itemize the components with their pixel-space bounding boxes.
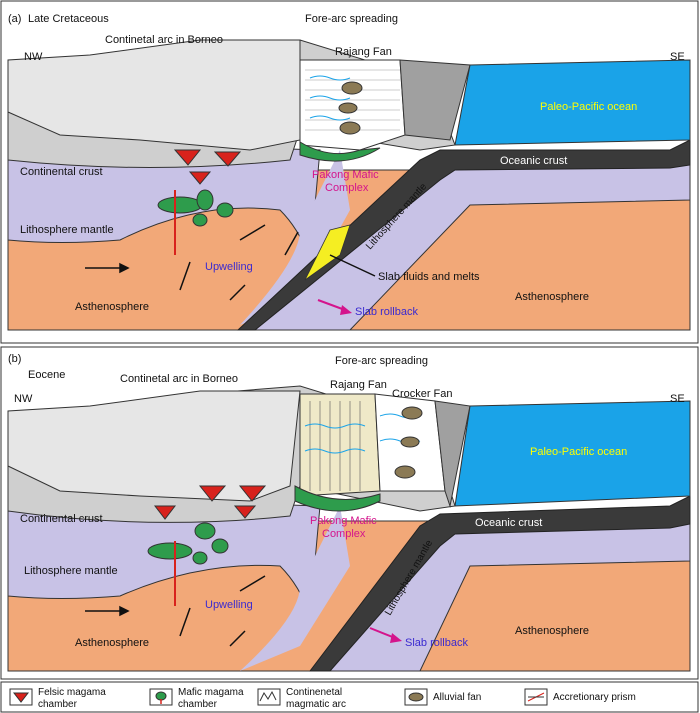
mafic-chambers — [157, 189, 234, 227]
felsic-chamber-1 — [173, 149, 202, 166]
slab-fluids-pointer — [329, 254, 376, 277]
oceanic-crust-label: Oceanic crust — [500, 155, 567, 167]
mafic-legend-icon — [149, 688, 173, 706]
alluvial-fan-3 — [394, 465, 416, 479]
pakong-label-2: Complex — [322, 528, 366, 540]
continental-crust-label: Continental crust — [20, 513, 103, 525]
oceanic-crust-label: Oceanic crust — [475, 517, 542, 529]
arc-label: Contineta​l arc in Borneo — [120, 373, 238, 385]
accretionary-prism — [399, 59, 471, 141]
alluvial-fan-2 — [338, 102, 358, 114]
slab-rollback-label: Slab rollback — [405, 637, 468, 649]
oceanic-crust-slab — [236, 139, 691, 331]
slab-melt — [304, 224, 351, 281]
nw-label: NW — [14, 393, 33, 405]
felsic-chamber-3 — [188, 171, 212, 185]
ocean-block — [454, 59, 691, 146]
legend-arc-2: magmatic arc — [286, 699, 346, 710]
slab-rollback-arrow — [317, 299, 352, 315]
pakong-mafic-complex — [294, 485, 381, 512]
alluvial-fan-1 — [401, 406, 423, 420]
astheno-left-label: Asthenosphere — [75, 301, 149, 313]
legend-prism: Accretionary prism — [553, 692, 636, 703]
accretionary-prism — [434, 400, 471, 508]
felsic-chamber-4 — [233, 505, 257, 519]
felsic-chamber-2 — [198, 485, 227, 502]
panel-tag: (a) — [8, 13, 21, 25]
legend-felsic-1: Felsic magama — [38, 687, 106, 698]
period-label: Eocene — [28, 369, 65, 381]
ocean-block — [454, 400, 691, 507]
crust-top-surface — [7, 390, 301, 502]
se-label: SE — [670, 393, 685, 405]
legend: Felsic magama chamber Mafic magama chamb… — [0, 681, 699, 713]
legend-felsic-2: chamber — [38, 699, 78, 710]
fan2-label: Crocker Fan — [392, 388, 453, 400]
upwelling-label: Upwelling — [205, 599, 253, 611]
panel-tag: (b) — [8, 353, 21, 365]
period-label: Late Cretaceous — [28, 13, 109, 25]
astheno-left-label: Asthenosphere — [75, 637, 149, 649]
arc-label: Contineta​l arc in Borneo — [105, 34, 223, 46]
legend-mafic-2: chamber — [178, 699, 218, 710]
felsic-legend-icon — [9, 688, 33, 706]
legend-mafic-1: Mafic magama — [178, 687, 244, 698]
alluvial-fan-1 — [341, 81, 363, 95]
prism-legend-icon — [524, 688, 548, 706]
mafic-chambers — [147, 522, 229, 565]
pakong-label-1: Pakong Mafic — [310, 515, 377, 527]
upwelling-wedge — [240, 150, 350, 325]
mantle-flow-arrows — [85, 224, 299, 301]
fan-wave-lines — [309, 75, 351, 121]
legend-arc-1: Continenetal — [286, 687, 342, 698]
se-label: SE — [670, 51, 685, 63]
upwelling-label: Upwelling — [205, 261, 253, 273]
astheno-right-label: Asthenosphere — [515, 625, 589, 637]
spreading-label: Fore-arc spreading — [305, 13, 398, 25]
upwelling-wedge — [240, 506, 350, 671]
pakong-label-1: Pakong Mafic — [312, 169, 379, 181]
litho-mantle-label: Lithosphere mantle — [24, 565, 118, 577]
pakong-mafic-complex — [299, 141, 381, 162]
fan-hatch — [309, 401, 361, 491]
pakong-label-2: Complex — [325, 182, 369, 194]
litho-mantle-label: Lithosphere mantle — [20, 224, 114, 236]
mantle-flow-arrows — [85, 575, 266, 647]
oceanic-crust-slab — [308, 495, 691, 672]
legend-alluvial: Alluvial fan — [433, 692, 481, 703]
fan1-label: Rajang Fan — [335, 46, 392, 58]
panel-a: (a) Late Cretaceous Contineta​l arc in B… — [0, 0, 699, 344]
ocean-label: Paleo-Pacific ocean — [530, 446, 627, 458]
continental-crust-label: Continental crust — [20, 166, 103, 178]
alluvial-fan-3 — [339, 121, 361, 135]
nw-label: NW — [24, 51, 43, 63]
ocean-label: Paleo-Pacific ocean — [540, 101, 637, 113]
legend-frame — [0, 681, 699, 713]
arc-legend-icon — [257, 688, 281, 706]
felsic-chamber-3 — [238, 485, 267, 502]
felsic-chamber-2 — [213, 151, 242, 167]
alluvial-legend-icon — [404, 688, 428, 706]
panel-b: (b) Eocene Contineta​l arc in Borneo For… — [0, 346, 699, 680]
alluvial-fan-2 — [400, 436, 420, 448]
astheno-right-label: Asthenosphere — [515, 291, 589, 303]
spreading-label: Fore-arc spreading — [335, 355, 428, 367]
slab-rollback-label: Slab rollback — [355, 306, 418, 318]
slab-fluids-label: Slab fluids and melts — [378, 271, 480, 283]
slab-rollback-arrow — [369, 627, 402, 643]
fan1-label: Rajang Fan — [330, 379, 387, 391]
felsic-chamber-1 — [153, 505, 177, 520]
